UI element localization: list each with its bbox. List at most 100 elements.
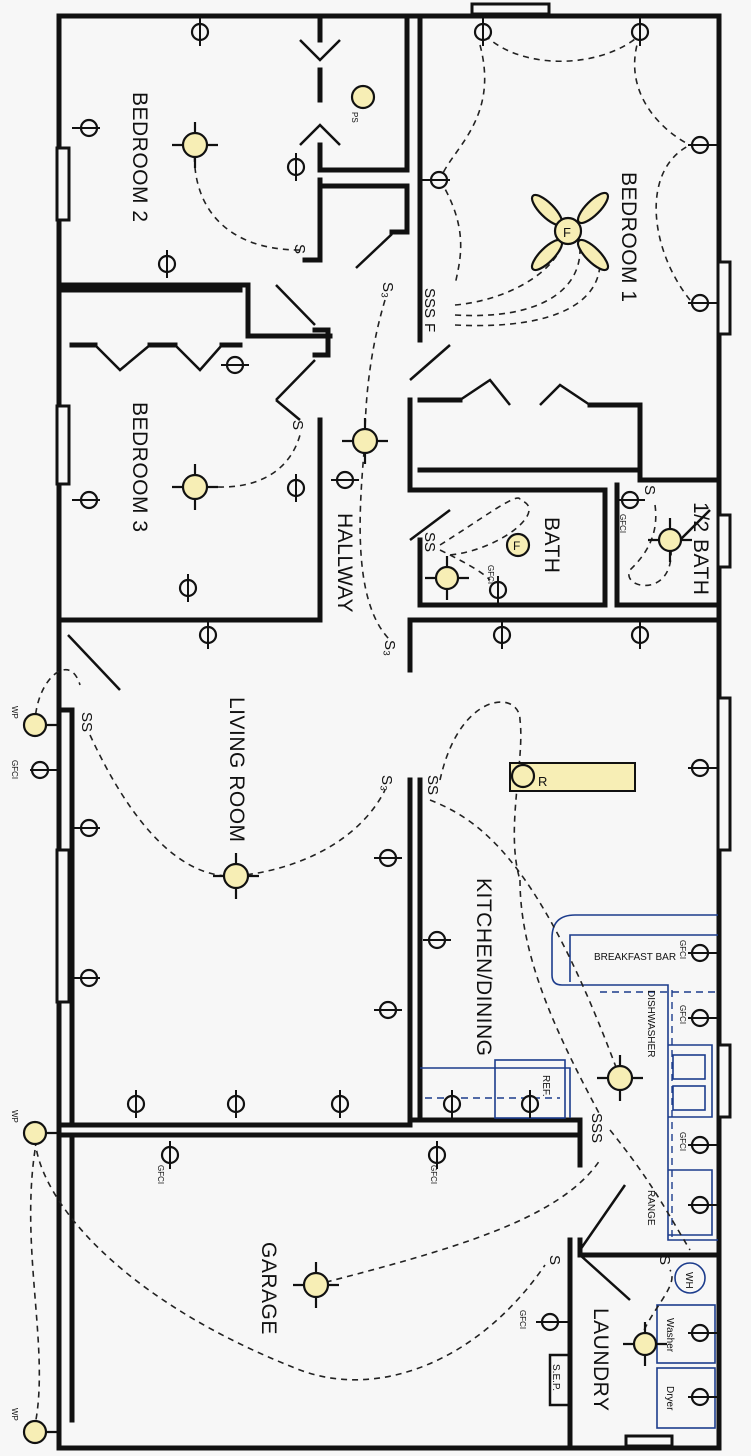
outlet-icon [374, 1000, 402, 1020]
outlet-icon [617, 490, 645, 510]
ceiling-light-icon [597, 1055, 643, 1101]
fan-label: F [563, 225, 571, 240]
outlet-icon [422, 170, 450, 190]
weatherproof-light-icon [22, 712, 59, 738]
outlet-icon [72, 968, 100, 988]
gfci-label: GFCI [518, 1310, 527, 1329]
ceiling-light-icon [342, 418, 388, 464]
outlet-icon [423, 930, 451, 950]
outlet-icon [190, 18, 210, 46]
bath-fan-icon: F [505, 532, 531, 558]
ceiling-light-icon [213, 853, 259, 899]
switch-label: S [656, 1255, 673, 1265]
ceiling-light-icon [172, 122, 218, 168]
windows [55, 2, 732, 1448]
exterior-fixtures [22, 712, 59, 1445]
switch-3way-label: S₃ [378, 775, 395, 791]
switch-label: S [546, 1255, 563, 1265]
gfci-label: GFCI [678, 1132, 687, 1151]
double-switch-label: SS [424, 775, 441, 795]
room-label-bedroom-2: BEDROOM 2 [128, 92, 151, 223]
pull-switch-light-icon: PS [350, 84, 376, 123]
gfci-label: GFCI [486, 565, 495, 584]
gfci-label: GFCI [10, 760, 19, 779]
walls [56, 13, 722, 1451]
outlet-icon [226, 1090, 246, 1118]
gfci-label: GFCI [678, 940, 687, 959]
room-label-kitchen-dining: KITCHEN/DINING [472, 878, 495, 1057]
outlet-icon [198, 621, 218, 649]
service-panel-box [548, 1353, 572, 1407]
refrigerator-label: REF. [540, 1075, 551, 1097]
outlet-icon [442, 1090, 462, 1118]
outlet-icon [126, 1090, 146, 1118]
outlet-icon [492, 621, 512, 649]
room-label-bath: BATH [540, 517, 563, 573]
range-outlet-wall-icon [688, 1195, 718, 1215]
outlet-icon [630, 621, 650, 649]
outlet-icon [688, 1323, 718, 1343]
outlet-icon [286, 474, 306, 502]
outlet-icon [221, 355, 249, 375]
switch-3way-label: S₃ [379, 282, 396, 298]
switch-label: S [289, 420, 306, 430]
outlet-icon [688, 135, 718, 155]
ceiling-fixtures: PS [172, 84, 692, 1366]
triple-switch-label: SSS [588, 1113, 605, 1143]
outlet-icon [488, 576, 508, 604]
room-labels: BEDROOM 2 BEDROOM 1 BEDROOM 3 HALLWAY BA… [128, 92, 712, 1411]
gfci-outlet-icon [536, 1312, 570, 1332]
outlet-icon [473, 18, 493, 46]
small-labels: WP GFCI WP WP GFCI GFCI GFCI GFCI GFCI G… [10, 514, 687, 1421]
switch-labels: S S₃ SSS F S SS S S₃ SS S₃ SS SSS S S [78, 244, 673, 1265]
switch-3way-label: S₃ [381, 640, 398, 656]
ceiling-fan-icon: F [530, 191, 610, 272]
circuit-lines [29, 34, 691, 1426]
washer-label: Washer [664, 1318, 675, 1353]
outlet-icon [688, 1387, 718, 1407]
room-label-hallway: HALLWAY [333, 513, 356, 613]
gfci-label: GFCI [156, 1165, 165, 1184]
dishwasher-label: DISHWASHER [645, 990, 656, 1057]
gfci-outlet-icon [427, 1141, 447, 1169]
ceiling-light-icon [172, 464, 218, 510]
outlet-icon [72, 118, 100, 138]
outlet-icon [374, 848, 402, 868]
outlet-icon [286, 153, 306, 181]
outlet-icon [72, 818, 100, 838]
door-swings [67, 39, 711, 1301]
room-label-laundry: LAUNDRY [589, 1308, 612, 1411]
gfci-outlet-icon [160, 1141, 180, 1169]
weatherproof-light-icon [22, 1120, 59, 1146]
gfci-label: GFCI [618, 514, 627, 533]
appliance-labels: BREAKFAST BAR DISHWASHER REF. RANGE WH W… [540, 952, 694, 1411]
ceiling-light-icon [425, 556, 469, 600]
gfci-outlet-icon [688, 943, 718, 963]
gfci-outlet-icon [688, 1008, 718, 1028]
room-label-bedroom-1: BEDROOM 1 [617, 172, 640, 303]
gfci-outlet-icon [30, 760, 59, 780]
breakfast-bar-label: BREAKFAST BAR [594, 952, 676, 963]
service-panel-label: S.E.P. [550, 1364, 561, 1391]
range-label: RANGE [645, 1190, 656, 1226]
outlet-icon [330, 1090, 350, 1118]
ceiling-light-icon [623, 1322, 667, 1366]
water-heater-label: WH [683, 1272, 694, 1289]
outlet-icon [688, 293, 718, 313]
room-label-garage: GARAGE [257, 1242, 280, 1335]
dryer-label: Dryer [664, 1386, 675, 1411]
kitchen-cabinets [420, 914, 718, 1429]
room-label-living-room: LIVING ROOM [225, 697, 248, 843]
outlet-icon [688, 758, 718, 778]
fan-switch-label: F [421, 323, 438, 332]
ceiling-light-icon [293, 1262, 339, 1308]
outlet-icon [72, 490, 100, 510]
ceiling-light-icon [648, 518, 692, 562]
gfci-outlet-icon [688, 1135, 718, 1155]
room-label-half-bath: 1/2 BATH [689, 502, 712, 595]
bath-fan-label: F [513, 539, 520, 553]
double-switch-label: SS [78, 712, 95, 732]
outlet-icon [157, 250, 177, 278]
gfci-label: GFCI [429, 1165, 438, 1184]
